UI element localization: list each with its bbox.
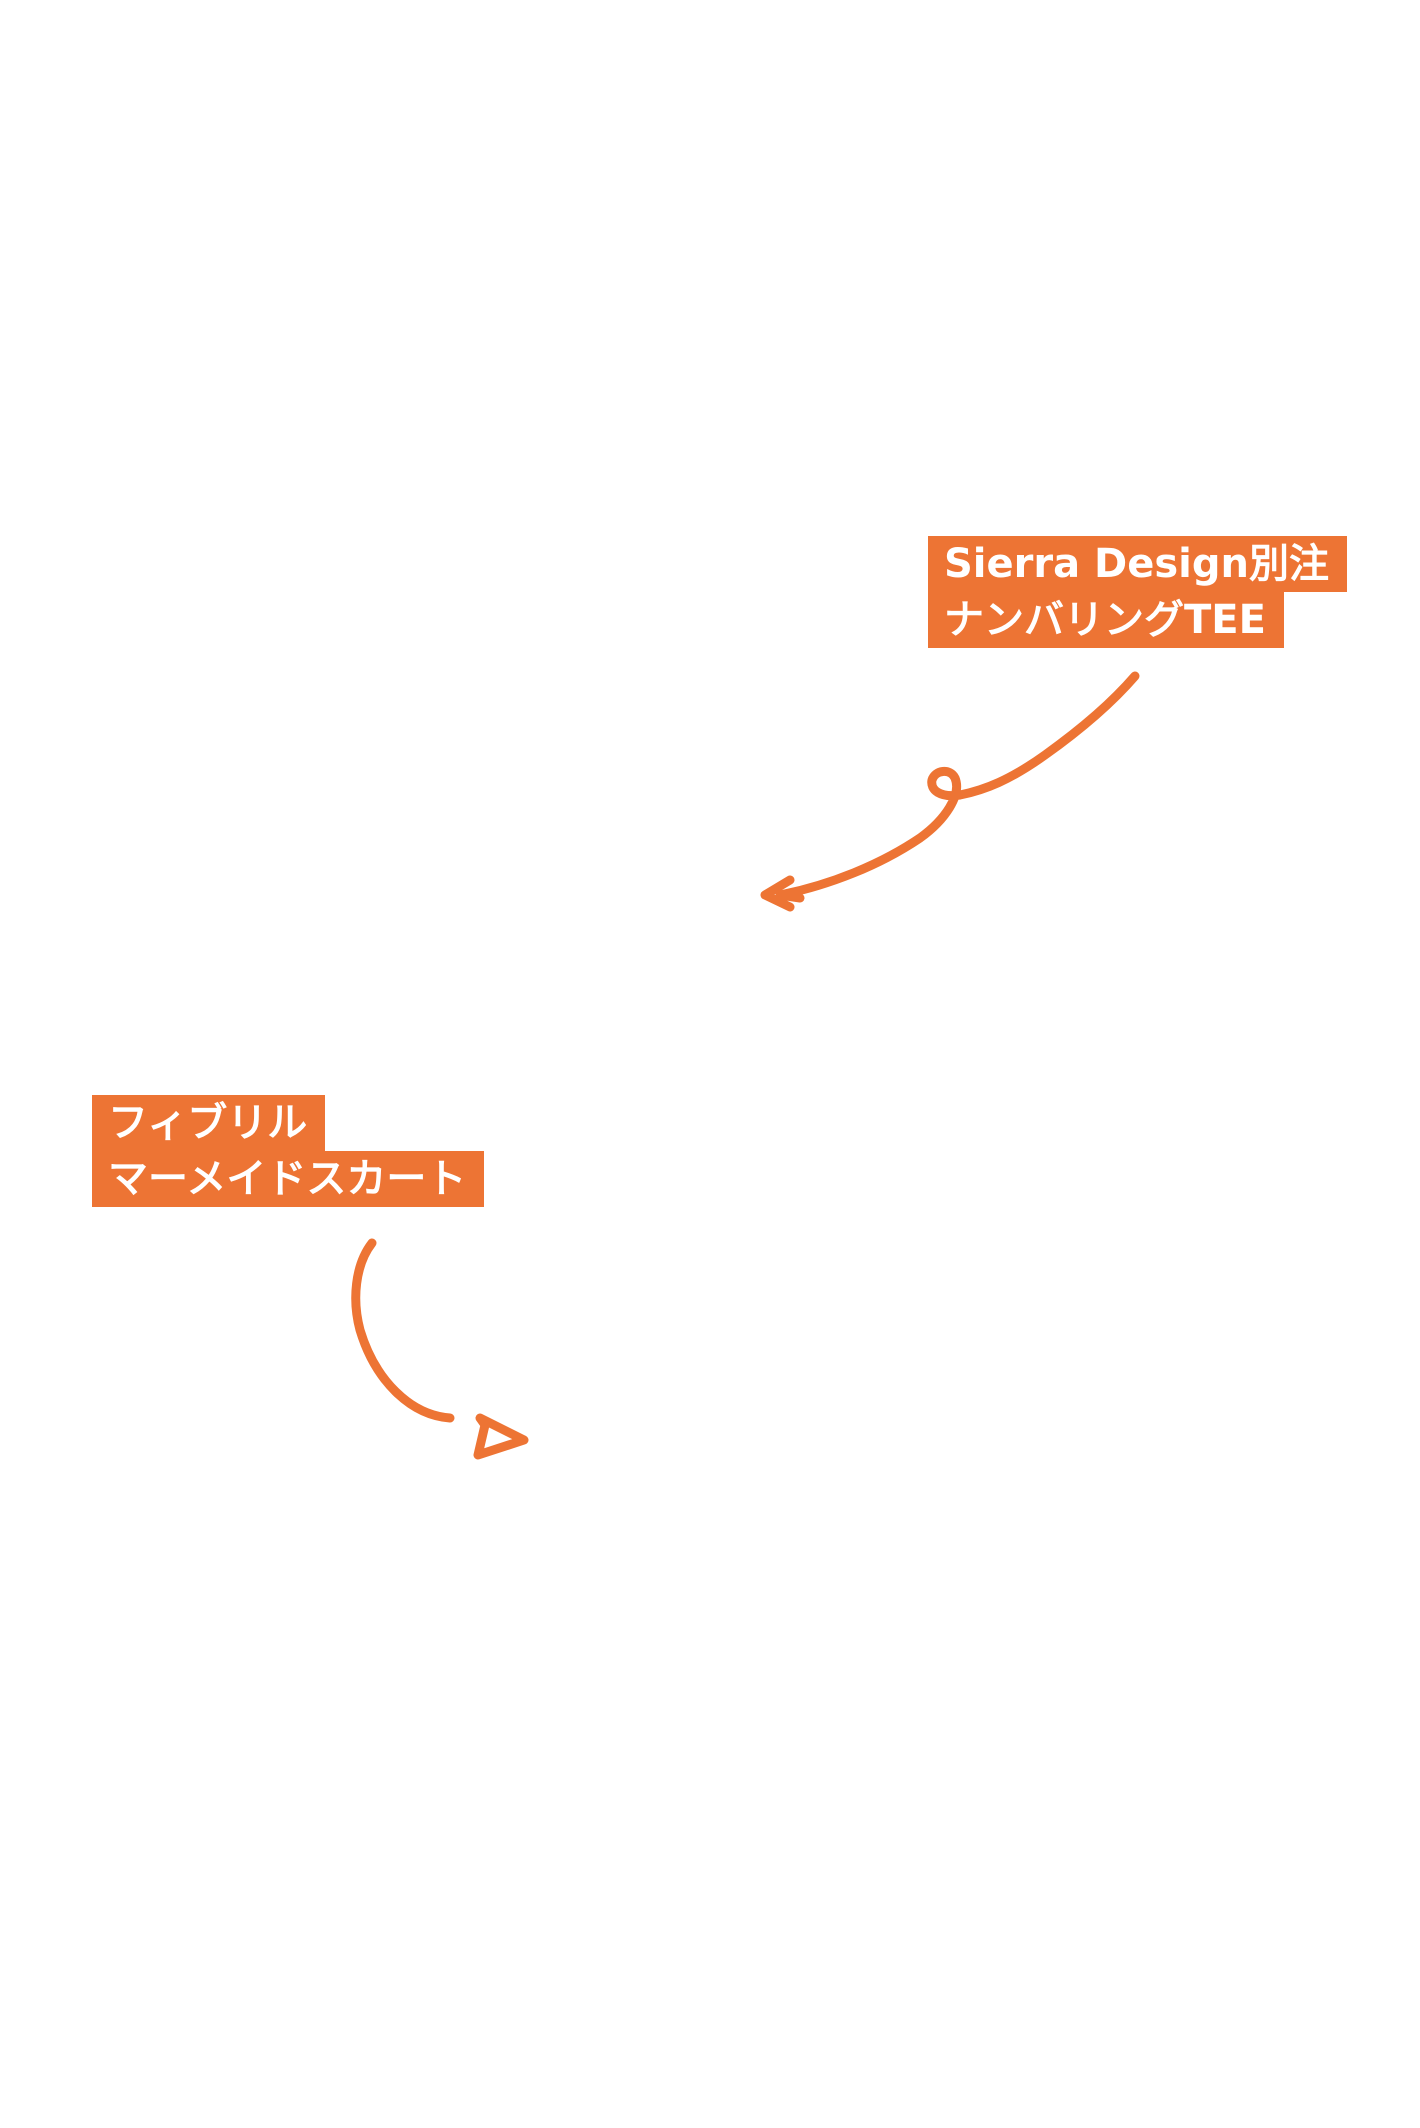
arrow-head-icon <box>473 1413 529 1460</box>
curved-arrow-icon <box>351 1238 455 1423</box>
label-line: Sierra Design別注 <box>928 536 1347 592</box>
curved-arrow-icon <box>775 671 1140 900</box>
product-label-skirt: フィブリル マーメイドスカート <box>92 1095 485 1207</box>
arrow-head-icon <box>760 875 805 912</box>
label-line: ナンバリングTEE <box>928 592 1284 648</box>
label-line: フィブリル <box>92 1095 326 1151</box>
product-label-tee: Sierra Design別注 ナンバリングTEE <box>928 536 1347 648</box>
label-line: マーメイドスカート <box>92 1151 485 1207</box>
